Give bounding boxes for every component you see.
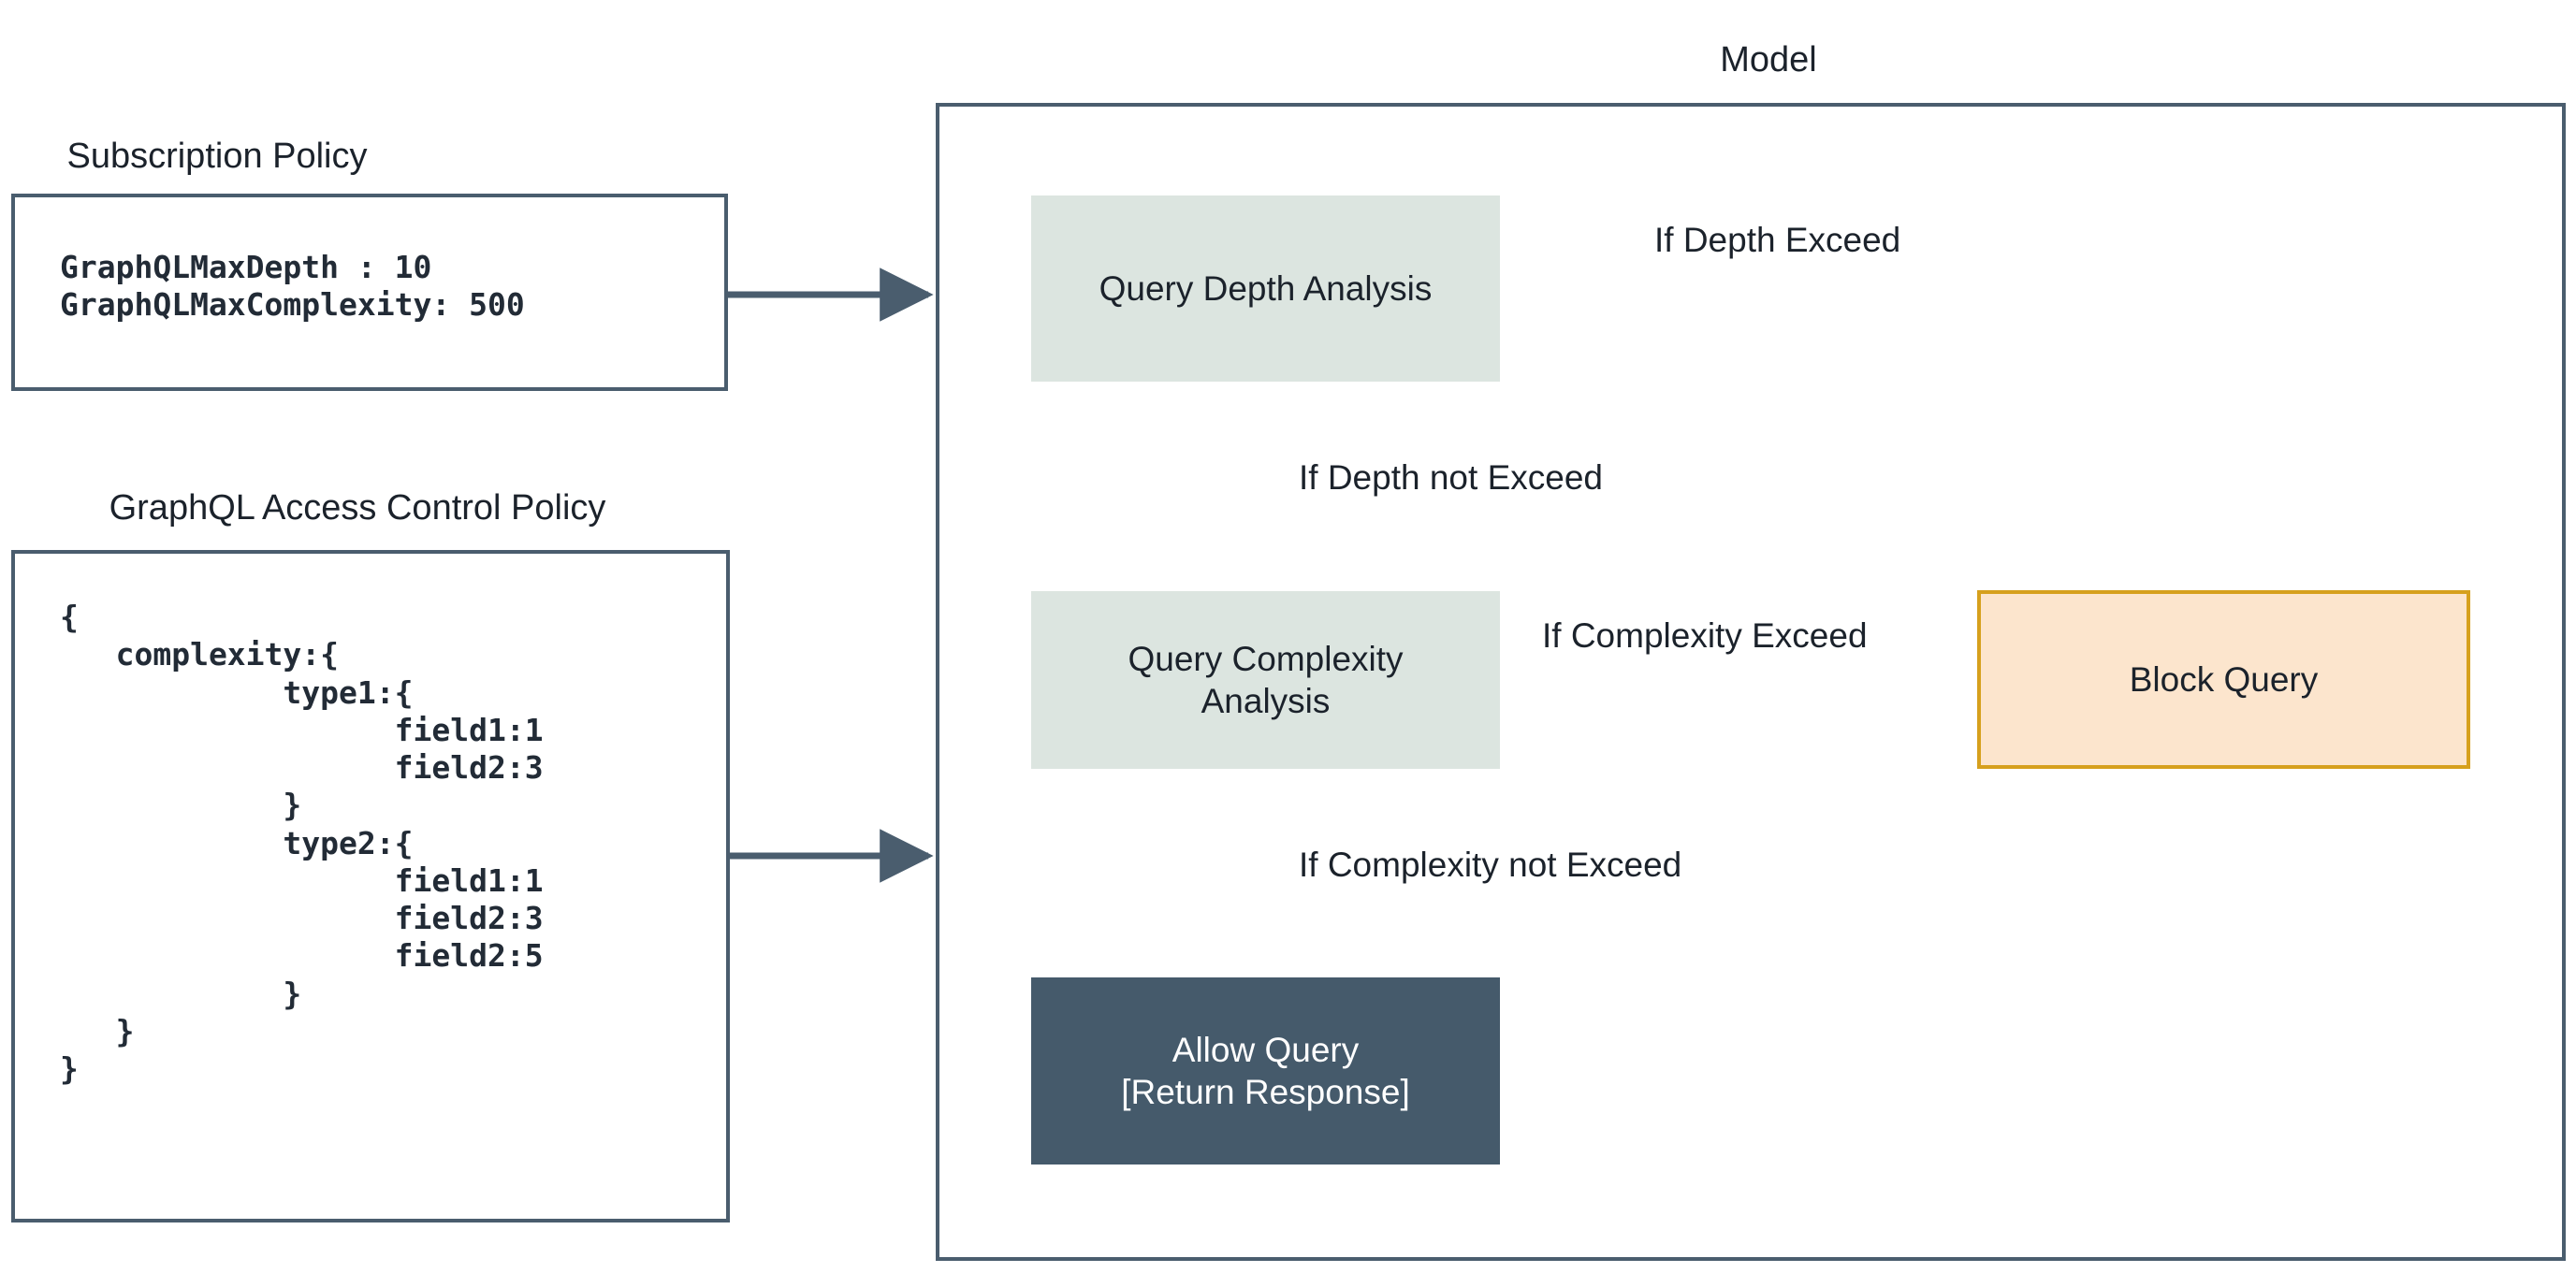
subscription-policy-caption: Subscription Policy: [66, 137, 368, 176]
subscription-policy-panel: GraphQLMaxDepth : 10 GraphQLMaxComplexit…: [11, 194, 728, 391]
model-caption: Model: [1720, 40, 1817, 80]
edge-label-complexity-not-exceed: If Complexity not Exceed: [1299, 846, 1682, 884]
edge-label-depth-not-exceed: If Depth not Exceed: [1299, 458, 1603, 497]
node-allow-query-label-line2: [Return Response]: [1121, 1073, 1410, 1111]
node-query-depth-analysis[interactable]: Query Depth Analysis: [1031, 195, 1500, 382]
node-block-query-label: Block Query: [2129, 659, 2319, 699]
node-query-complexity-analysis-label: Query Complexity Analysis: [1128, 639, 1404, 720]
access-control-policy-panel: { complexity:{ type1:{ field1:1 field2:3…: [11, 550, 730, 1222]
node-block-query[interactable]: Block Query: [1977, 590, 2470, 769]
node-query-depth-analysis-label: Query Depth Analysis: [1099, 268, 1433, 308]
node-allow-query[interactable]: Allow Query [Return Response]: [1031, 977, 1500, 1165]
access-control-policy-caption: GraphQL Access Control Policy: [109, 488, 606, 528]
subscription-policy-code: GraphQLMaxDepth : 10 GraphQLMaxComplexit…: [60, 249, 525, 324]
edge-label-complexity-exceed: If Complexity Exceed: [1542, 616, 1868, 655]
node-allow-query-label-line1: Allow Query: [1172, 1030, 1360, 1069]
access-control-policy-code: { complexity:{ type1:{ field1:1 field2:3…: [60, 599, 544, 1087]
node-query-complexity-analysis[interactable]: Query Complexity Analysis: [1031, 591, 1500, 769]
edge-label-depth-exceed: If Depth Exceed: [1654, 221, 1901, 259]
